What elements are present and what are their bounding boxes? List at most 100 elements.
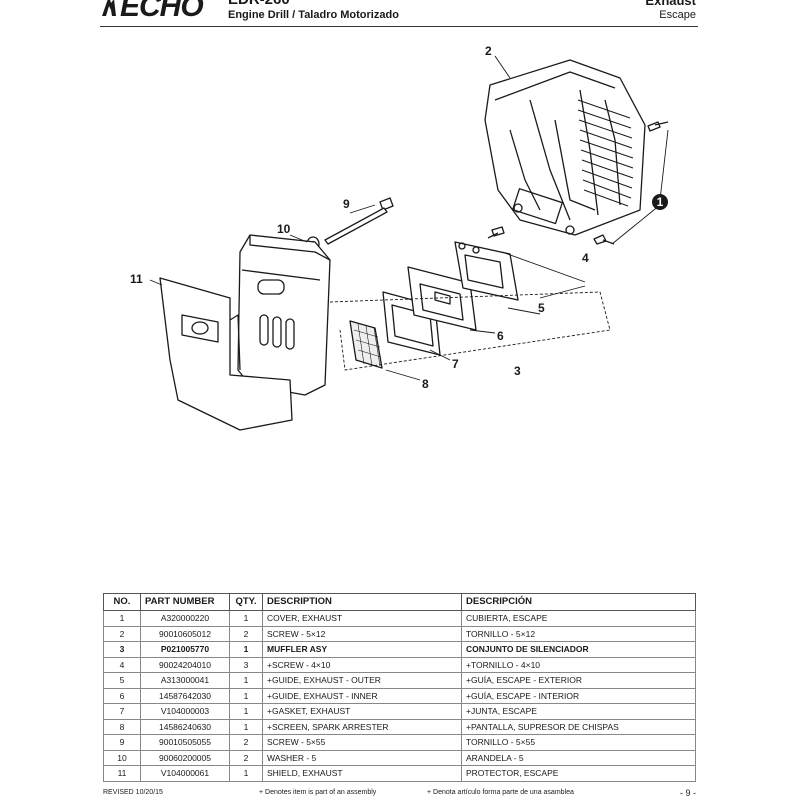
cover-screw-drawing — [593, 121, 669, 245]
callout-1-marker — [652, 194, 668, 210]
row-description: SHIELD, EXHAUST — [262, 765, 462, 782]
callout-3: 3 — [514, 364, 521, 378]
row-qty: 3 — [229, 656, 263, 673]
callout-11: 11 — [130, 272, 143, 286]
row-descripcion: +GUÍA, ESCAPE - EXTERIOR — [461, 672, 696, 689]
spark-screen-drawing — [349, 320, 383, 369]
callout-10: 10 — [277, 222, 291, 236]
row-no: 10 — [103, 749, 141, 766]
row-description: +GASKET, EXHAUST — [262, 703, 462, 720]
callout-2: 2 — [485, 44, 492, 58]
row-qty: 1 — [229, 703, 263, 720]
row-qty: 1 — [229, 610, 263, 627]
row-no: 4 — [103, 656, 141, 673]
row-no: 11 — [103, 765, 141, 782]
header-no: NO. — [103, 593, 141, 611]
row-description: WASHER - 5 — [262, 749, 462, 766]
row-no: 9 — [103, 734, 141, 751]
callout-6: 6 — [497, 329, 504, 343]
callout-7: 7 — [452, 357, 459, 371]
row-description: COVER, EXHAUST — [262, 610, 462, 627]
row-descripcion: ARANDELA - 5 — [461, 749, 696, 766]
row-part-number: 90010605012 — [140, 625, 230, 642]
parts-table: NO. PART NUMBER QTY. DESCRIPTION DESCRIP… — [103, 593, 696, 782]
assembly-note-en: + Denotes item is part of an assembly — [259, 789, 377, 796]
row-descripcion: CUBIERTA, ESCAPE — [461, 610, 696, 627]
row-part-number: 90060200005 — [140, 749, 230, 766]
outer-guide-drawing — [454, 241, 519, 301]
exploded-parts-diagram: 1 2 3 4 5 6 7 8 9 10 11 — [130, 44, 669, 431]
exhaust-cover-drawing — [484, 59, 646, 236]
section-title-es: Escape — [659, 9, 696, 21]
row-part-number: 14587642030 — [140, 687, 230, 704]
row-no: 2 — [103, 625, 141, 642]
row-no: 5 — [103, 672, 141, 689]
row-qty: 2 — [229, 749, 263, 766]
row-descripcion: PROTECTOR, ESCAPE — [461, 765, 696, 782]
row-part-number: P021005770 — [140, 641, 230, 658]
header-divider — [100, 26, 698, 27]
section-title-en: Exhaust — [645, 0, 696, 8]
callout-1: 1 — [657, 195, 664, 209]
row-descripcion: +TORNILLO - 4×10 — [461, 656, 696, 673]
callout-labels: 1 2 3 4 5 6 7 8 9 10 11 — [130, 44, 668, 391]
brand-logo: ECHO — [100, 0, 204, 23]
row-description: SCREW - 5×12 — [262, 625, 462, 642]
exhaust-shield-drawing — [159, 277, 293, 431]
assembly-note-es: + Denota artículo forma parte de una asa… — [427, 789, 574, 796]
callout-4: 4 — [582, 251, 589, 265]
table-header-row: NO. PART NUMBER QTY. DESCRIPTION DESCRIP… — [103, 593, 696, 611]
model-number: EDR-260 — [228, 0, 290, 9]
header-descripcion: DESCRIPCIÓN — [461, 593, 696, 611]
callout-5: 5 — [538, 301, 545, 315]
header-description: DESCRIPTION — [262, 593, 462, 611]
callout-8: 8 — [422, 377, 429, 391]
row-qty: 2 — [229, 734, 263, 751]
row-qty: 1 — [229, 718, 263, 735]
header-qty: QTY. — [229, 593, 263, 611]
row-descripcion: TORNILLO - 5×12 — [461, 625, 696, 642]
page-header: ECHO EDR-260 Engine Drill / Taladro Moto… — [0, 0, 800, 40]
revision-date: REVISED 10/20/15 — [103, 789, 163, 796]
row-qty: 1 — [229, 672, 263, 689]
row-part-number: A320000220 — [140, 610, 230, 627]
row-description: +SCREW - 4×10 — [262, 656, 462, 673]
row-part-number: 90010505055 — [140, 734, 230, 751]
page-footer: REVISED 10/20/15 + Denotes item is part … — [103, 788, 696, 800]
row-part-number: 14586240630 — [140, 718, 230, 735]
row-part-number: 90024204010 — [140, 656, 230, 673]
brand-name: ECHO — [120, 0, 204, 23]
row-descripcion: +GUÍA, ESCAPE - INTERIOR — [461, 687, 696, 704]
row-qty: 1 — [229, 765, 263, 782]
row-part-number: V104000061 — [140, 765, 230, 782]
row-part-number: A313000041 — [140, 672, 230, 689]
page-number: - 9 - — [679, 788, 696, 798]
row-qty: 2 — [229, 625, 263, 642]
row-no: 8 — [103, 718, 141, 735]
guide-screw-drawing — [487, 226, 505, 239]
row-qty: 1 — [229, 641, 263, 658]
row-description: +GUIDE, EXHAUST - OUTER — [262, 672, 462, 689]
row-descripcion: CONJUNTO DE SILENCIADOR — [461, 641, 696, 658]
row-descripcion: TORNILLO - 5×55 — [461, 734, 696, 751]
callout-9: 9 — [343, 197, 350, 211]
row-description: MUFFLER ASY — [262, 641, 462, 658]
long-screw-drawing — [324, 197, 394, 245]
row-description: +SCREEN, SPARK ARRESTER — [262, 718, 462, 735]
row-no: 6 — [103, 687, 141, 704]
product-subtitle: Engine Drill / Taladro Motorizado — [228, 9, 399, 21]
flame-logo-icon — [102, 0, 116, 16]
row-no: 3 — [103, 641, 141, 658]
